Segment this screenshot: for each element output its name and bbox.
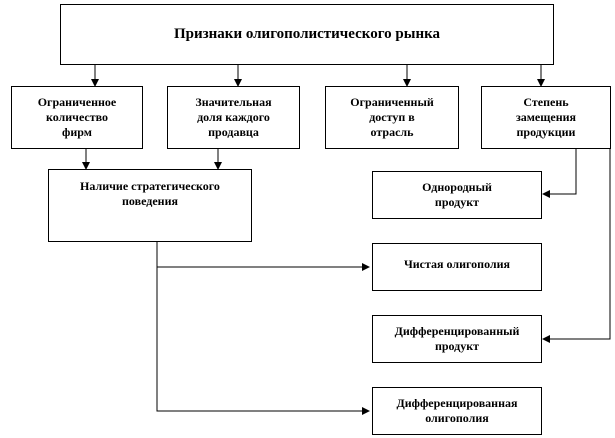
feature-limited-access-box: Ограниченный доступ в отрасль (325, 86, 459, 149)
feature-limited-firms-box: Ограниченное количество фирм (11, 86, 143, 149)
strategic-behavior-box: Наличие стратегического поведения (48, 169, 252, 242)
arrow-strategic-to-differentiated-oligopoly (156, 267, 370, 415)
arrow-substitution-to-homogeneous (542, 149, 577, 198)
differentiated-product-box: Дифференцированный продукт (372, 315, 542, 363)
feature-significant-share-box: Значительная доля каждого продавца (167, 86, 300, 149)
arrow-strategic-to-pure-oligopoly (156, 242, 370, 271)
differentiated-oligopoly-box: Дифференцированная олигополия (372, 387, 542, 435)
homogeneous-product-box: Однородный продукт (372, 171, 542, 219)
feature-substitution-degree-box: Степень замещения продукции (481, 86, 611, 149)
pure-oligopoly-box: Чистая олигополия (372, 243, 542, 291)
arrow-substitution-to-differentiated (542, 149, 611, 343)
title-box: Признаки олигополистического рынка (60, 4, 554, 65)
